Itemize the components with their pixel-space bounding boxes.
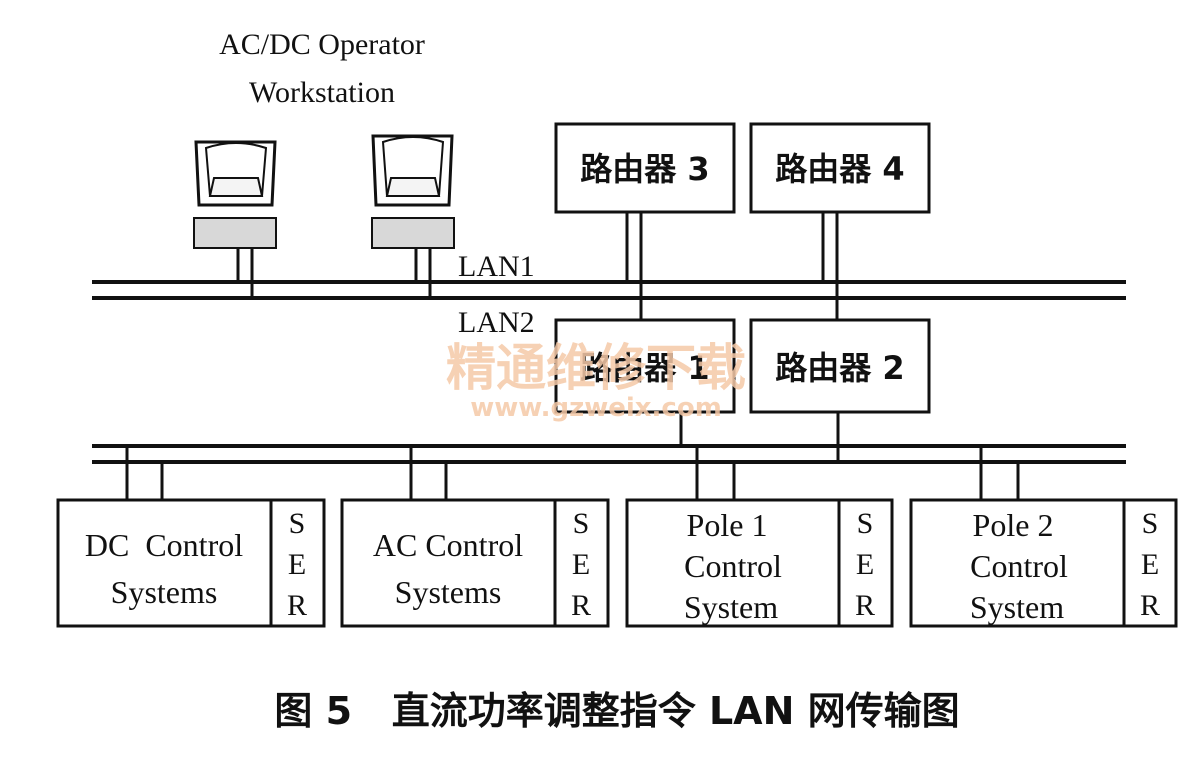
dc-ser-e: E <box>288 548 306 581</box>
ac-ser-s: S <box>573 507 590 540</box>
pole1-ser-r: R <box>855 589 875 622</box>
dc-control-name-line1: DC Control <box>85 527 243 563</box>
ac-ser-e: E <box>572 548 590 581</box>
router-2-box <box>749 318 931 414</box>
router-1-box <box>554 318 736 414</box>
figure-caption: 图 5 直流功率调整指令 LAN 网传输图 <box>274 689 959 733</box>
ac-control-systems: AC Control Systems S E R <box>340 498 610 628</box>
router-4-box <box>749 122 931 214</box>
router-3-label: 路由器 3 <box>580 150 709 188</box>
dc-ser-s: S <box>289 507 306 540</box>
watermark-url: www.gzweix.com <box>470 393 722 423</box>
dc-control-systems: DC Control Systems S E R <box>56 498 326 628</box>
workstation-label-line2: Workstation <box>249 76 395 109</box>
router-3-box <box>554 122 736 214</box>
pole1-name-line2: Control <box>684 548 782 584</box>
router-4-label: 路由器 4 <box>775 150 904 188</box>
pole2-name-line1: Pole 2 <box>973 507 1054 543</box>
workstation-1-icon <box>193 140 277 298</box>
router-1-label: 路由器 1 <box>580 349 709 387</box>
workstation-label-line1: AC/DC Operator <box>219 28 425 61</box>
pole2-control-system: Pole 2 Control System S E R <box>909 498 1178 628</box>
pole1-ser-s: S <box>857 507 874 540</box>
ac-control-name-line1: AC Control <box>373 527 523 563</box>
ac-control-name-line2: Systems <box>395 574 502 610</box>
ac-ser-r: R <box>571 589 591 622</box>
dc-ser-r: R <box>287 589 307 622</box>
watermark-title: 精通维修下载 <box>446 339 746 397</box>
pole1-name-line3: System <box>684 589 778 625</box>
dc-control-name-line2: Systems <box>111 574 218 610</box>
lan2-label: LAN2 <box>458 306 535 339</box>
pole1-control-system: Pole 1 Control System S E R <box>625 498 894 628</box>
pole2-ser-s: S <box>1142 507 1159 540</box>
pole1-name-line1: Pole 1 <box>687 507 768 543</box>
pole2-name-line2: Control <box>970 548 1068 584</box>
pole2-name-line3: System <box>970 589 1064 625</box>
lan1-label: LAN1 <box>458 250 535 283</box>
router-2-label: 路由器 2 <box>775 349 904 387</box>
workstation-2-icon <box>371 134 455 298</box>
pole2-ser-r: R <box>1140 589 1160 622</box>
pole1-ser-e: E <box>856 548 874 581</box>
pole2-ser-e: E <box>1141 548 1159 581</box>
